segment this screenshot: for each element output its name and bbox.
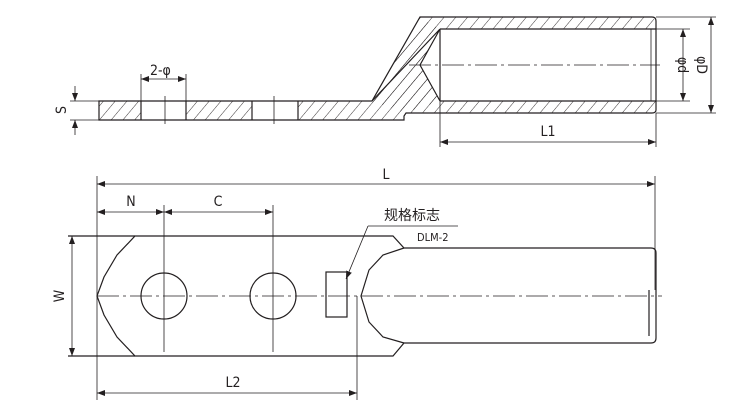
lug-top-outline [96, 235, 657, 357]
hole-label: 2-φ [150, 63, 171, 79]
inner-diameter-label: φd [674, 57, 690, 73]
side-view: 2-φ S φd φD L1 [54, 16, 716, 147]
marking-area [325, 271, 348, 318]
total-length-label: L [382, 167, 389, 183]
outer-diameter-label: φD [693, 56, 709, 74]
marking-leader [345, 225, 369, 280]
thickness-label: S [54, 106, 70, 114]
hole-spacing-label: C [214, 194, 223, 210]
width-label: W [52, 289, 68, 302]
plate-section-hatch [186, 101, 252, 120]
marking-example: DLM-2 [417, 231, 449, 244]
palm-length-label: L2 [225, 375, 240, 391]
top-view: L N C 规格标志 DLM-2 W L2 [52, 167, 662, 400]
barrel-length-label: L1 [540, 124, 555, 140]
marking-label: 规格标志 [384, 208, 440, 224]
lug-side-outline [98, 16, 657, 121]
edge-distance-label: N [126, 194, 135, 210]
barrel-transition-curve [360, 247, 405, 344]
plate-section-hatch [99, 101, 141, 120]
